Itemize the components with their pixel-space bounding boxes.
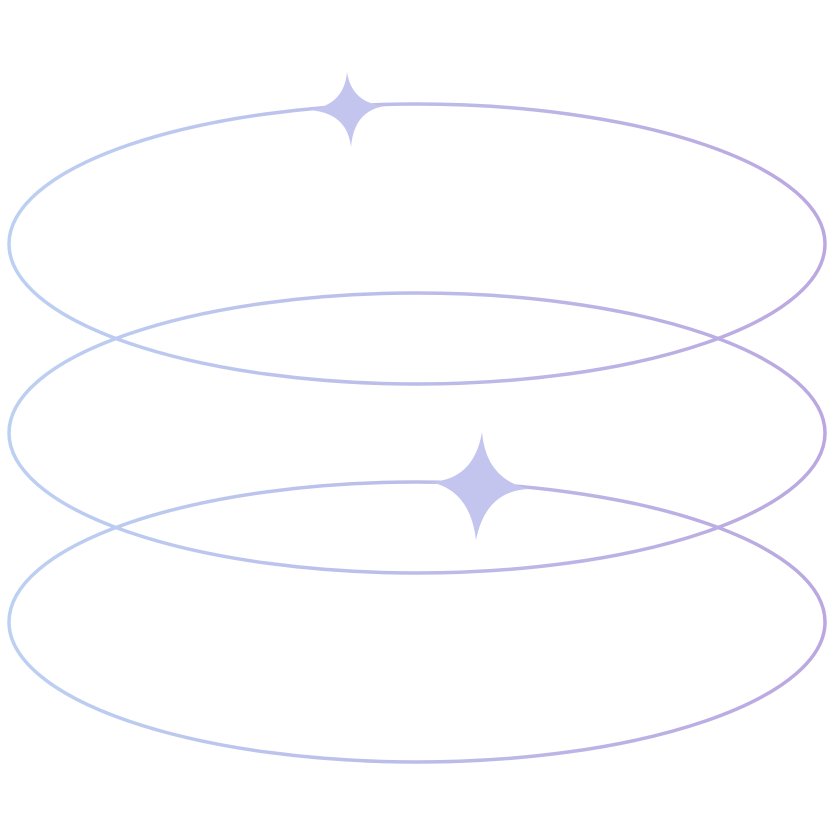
sparkle-large-icon bbox=[430, 432, 530, 540]
sparkle-small-icon bbox=[308, 72, 386, 147]
ring-middle bbox=[7, 291, 827, 575]
ring-bottom bbox=[7, 480, 827, 764]
ring-top bbox=[7, 102, 827, 386]
